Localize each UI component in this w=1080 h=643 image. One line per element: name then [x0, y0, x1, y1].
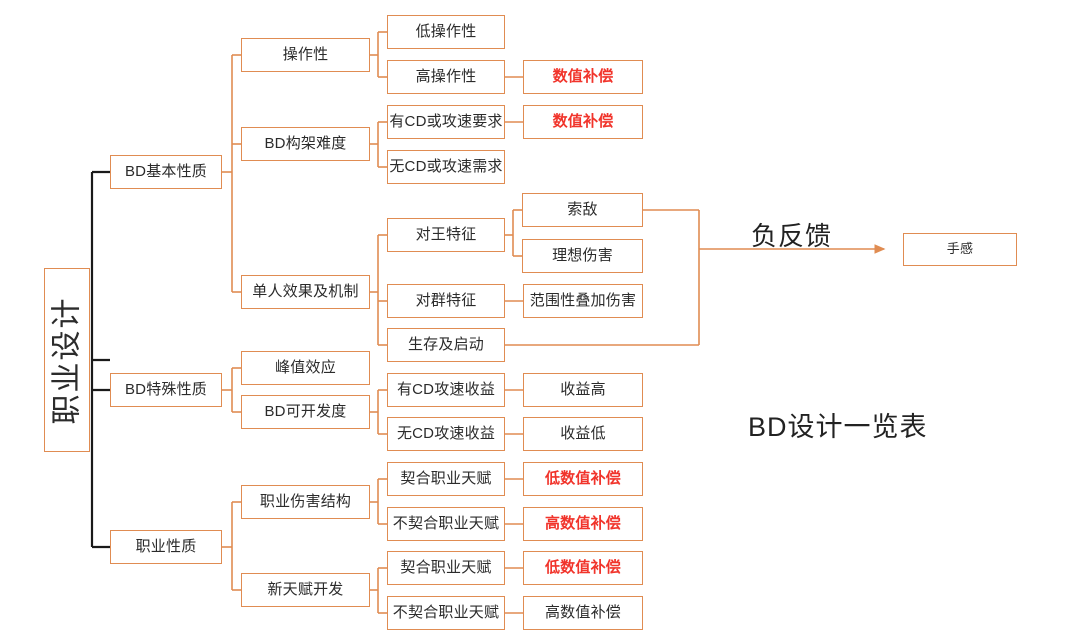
node-bd-build-difficulty[interactable]: BD构架难度 [241, 127, 370, 161]
diagram-title: BD设计一览表 [748, 412, 928, 442]
edge-label-negative-feedback: 负反馈 [751, 221, 833, 251]
node-bd-special[interactable]: BD特殊性质 [110, 373, 222, 407]
node-cd-attack-gain[interactable]: 有CD攻速收益 [387, 373, 505, 407]
node-gain-low[interactable]: 收益低 [523, 417, 643, 451]
node-solo-effect[interactable]: 单人效果及机制 [241, 275, 370, 309]
node-high-compensation-2[interactable]: 高数值补偿 [523, 596, 643, 630]
node-high-compensation-1[interactable]: 高数值补偿 [523, 507, 643, 541]
node-peak-effect[interactable]: 峰值效应 [241, 351, 370, 385]
node-survive-start[interactable]: 生存及启动 [387, 328, 505, 362]
node-aggro[interactable]: 索敌 [522, 193, 643, 227]
node-compensation-1[interactable]: 数值补偿 [523, 60, 643, 94]
node-cd-required[interactable]: 有CD或攻速要求 [387, 105, 505, 139]
node-bd-developability[interactable]: BD可开发度 [241, 395, 370, 429]
node-low-operability[interactable]: 低操作性 [387, 15, 505, 49]
node-fit-talent-1[interactable]: 契合职业天赋 [387, 462, 505, 496]
node-damage-structure[interactable]: 职业伤害结构 [241, 485, 370, 519]
node-gain-high[interactable]: 收益高 [523, 373, 643, 407]
node-fit-talent-2[interactable]: 契合职业天赋 [387, 551, 505, 585]
node-unfit-talent-1[interactable]: 不契合职业天赋 [387, 507, 505, 541]
root-node[interactable]: 职业设计 [44, 268, 90, 452]
node-ideal-damage[interactable]: 理想伤害 [522, 239, 643, 273]
node-unfit-talent-2[interactable]: 不契合职业天赋 [387, 596, 505, 630]
node-high-operability[interactable]: 高操作性 [387, 60, 505, 94]
trunk-connectors [90, 170, 110, 549]
node-aoe-stack-damage[interactable]: 范围性叠加伤害 [523, 284, 643, 318]
node-new-talent-dev[interactable]: 新天赋开发 [241, 573, 370, 607]
root-label: 职业设计 [50, 296, 84, 424]
node-no-cd-required[interactable]: 无CD或攻速需求 [387, 150, 505, 184]
node-feel[interactable]: 手感 [903, 233, 1017, 266]
node-job-nature[interactable]: 职业性质 [110, 530, 222, 564]
node-bd-basic[interactable]: BD基本性质 [110, 155, 222, 189]
node-low-compensation-1[interactable]: 低数值补偿 [523, 462, 643, 496]
node-operability[interactable]: 操作性 [241, 38, 370, 72]
node-king-trait[interactable]: 对王特征 [387, 218, 505, 252]
node-low-compensation-2[interactable]: 低数值补偿 [523, 551, 643, 585]
node-no-cd-attack-gain[interactable]: 无CD攻速收益 [387, 417, 505, 451]
node-group-trait[interactable]: 对群特征 [387, 284, 505, 318]
node-compensation-2[interactable]: 数值补偿 [523, 105, 643, 139]
